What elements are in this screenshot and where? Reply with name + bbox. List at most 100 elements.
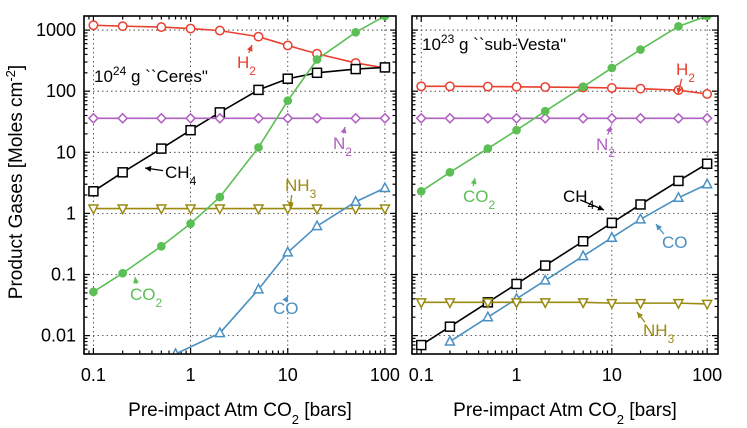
data-point — [311, 67, 323, 79]
series-n2 — [87, 112, 391, 124]
data-point — [380, 16, 390, 21]
series-co — [172, 181, 391, 354]
data-point — [117, 112, 129, 124]
data-point — [577, 298, 589, 309]
data-point — [415, 112, 427, 124]
data-point — [185, 112, 197, 124]
series-label-h2: H2 — [676, 60, 695, 95]
data-point — [185, 124, 196, 136]
data-point — [482, 81, 493, 92]
data-point — [282, 245, 294, 257]
x-tick-label: 100 — [370, 365, 400, 385]
y-axis-label: Product Gases [Moles cm-2] — [3, 65, 28, 299]
y-tick-label: 0.01 — [41, 326, 76, 346]
series-label-h2: H2 — [237, 44, 256, 78]
data-point — [539, 260, 551, 271]
series-label-n2: N2 — [596, 125, 615, 160]
x-tick-label: 10 — [278, 365, 298, 385]
data-point — [252, 112, 265, 124]
data-point — [539, 273, 551, 285]
x-tick-label: 1 — [512, 365, 522, 385]
data-point — [444, 112, 456, 124]
series-line-h2 — [421, 85, 708, 95]
data-point — [701, 158, 713, 169]
data-point — [88, 20, 99, 31]
y-tick-label: 100 — [46, 81, 76, 101]
grid — [412, 16, 718, 354]
y-tick-label: 1000 — [36, 20, 76, 40]
data-point — [672, 112, 685, 124]
data-point — [577, 236, 589, 247]
series-ch4 — [88, 62, 391, 197]
label-arrowhead — [246, 45, 253, 52]
x-tick-label: 1 — [186, 365, 196, 385]
series-label-text: CO — [662, 233, 688, 252]
label-arrowhead — [470, 178, 477, 185]
series-label-text: N2 — [596, 135, 615, 160]
data-point — [577, 112, 589, 124]
x-tick-label: 0.1 — [409, 365, 434, 385]
series-label-text: CH4 — [563, 187, 595, 212]
series-label-n2: N2 — [333, 126, 352, 159]
data-point — [483, 144, 493, 153]
y-tick-label: 1 — [66, 203, 76, 223]
data-point — [606, 298, 618, 310]
x-tick-label: 10 — [602, 365, 622, 385]
series-label-ch4: CH4 — [144, 163, 197, 188]
data-point — [634, 298, 647, 310]
data-point — [351, 27, 361, 37]
data-point — [482, 112, 494, 124]
data-point — [702, 16, 712, 21]
data-point — [155, 112, 167, 124]
data-point — [117, 21, 128, 32]
data-point — [512, 125, 521, 135]
label-arrowhead — [133, 277, 139, 284]
data-point — [510, 298, 523, 309]
data-point — [636, 45, 645, 54]
data-point — [282, 112, 294, 124]
data-point — [444, 334, 456, 346]
data-point — [482, 298, 494, 309]
data-point — [635, 199, 646, 210]
data-point — [415, 298, 427, 309]
series-label-co2: CO2 — [463, 177, 496, 212]
series-line-co2 — [420, 16, 708, 192]
data-point — [350, 112, 362, 124]
x-axis-label: Pre-impact Atm CO2 [bars] — [128, 400, 352, 427]
series-line-co — [175, 187, 386, 354]
data-point — [510, 112, 523, 124]
series-h2 — [88, 20, 390, 73]
data-point — [252, 204, 265, 216]
data-point — [674, 22, 683, 31]
data-point — [89, 287, 98, 297]
series-line-ch4 — [420, 163, 708, 346]
series-h2 — [416, 81, 713, 99]
series-label-text: CO — [273, 299, 299, 318]
data-point — [416, 81, 427, 92]
plot-area — [87, 16, 391, 354]
data-point — [116, 204, 129, 216]
series-line-ch4 — [92, 66, 385, 192]
plot-frame — [411, 15, 719, 355]
series-line-co2 — [92, 16, 386, 293]
data-point — [379, 112, 391, 124]
series-label-text: H2 — [676, 60, 695, 85]
data-point — [253, 31, 264, 42]
data-point — [379, 62, 391, 73]
series-n2 — [415, 112, 713, 124]
data-point — [283, 96, 293, 106]
data-point — [634, 212, 647, 224]
series-label-co: CO — [273, 295, 299, 318]
data-point — [606, 112, 618, 124]
data-point — [701, 112, 713, 124]
label-arrowhead — [597, 204, 604, 211]
data-point — [634, 112, 647, 124]
series-label-text: N2 — [333, 134, 352, 159]
x-axis-label: Pre-impact Atm CO2 [bars] — [453, 400, 677, 427]
panel-label: 1023 g ``sub-Vesta" — [422, 32, 566, 54]
series-label-co: CO — [655, 223, 688, 252]
data-point — [539, 112, 551, 124]
data-point — [416, 186, 426, 196]
